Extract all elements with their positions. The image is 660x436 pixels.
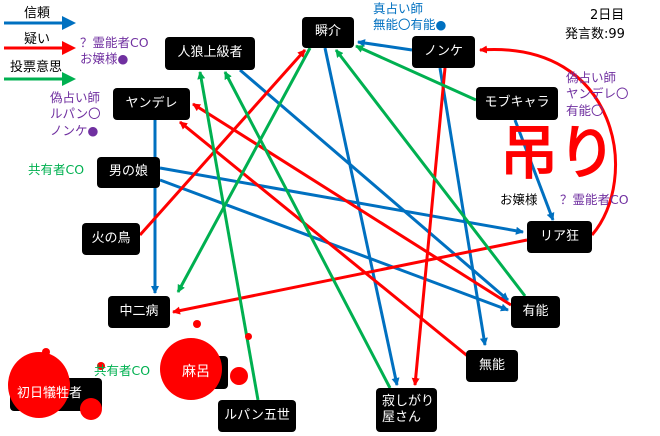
node-ojousama[interactable]: お嬢様: [500, 192, 538, 207]
node-jinrou[interactable]: 人狼上級者: [165, 37, 255, 70]
edge-doubt: [179, 120, 471, 360]
note-line: お嬢様●: [80, 51, 129, 67]
note-line: ルパン〇: [50, 106, 101, 122]
node-chuunibyou[interactable]: 中二病: [108, 296, 170, 328]
legend-doubt-arrowhead: [62, 41, 76, 55]
edge-trust: [239, 68, 509, 302]
edge-doubt: [138, 49, 307, 236]
edge-doubt: [479, 45, 617, 236]
node-nonke[interactable]: ノンケ: [412, 36, 475, 68]
note-kyouyuu-co: 共有者CO: [28, 162, 85, 177]
day-label: 2日目: [590, 8, 625, 23]
blood-splatter: [230, 367, 248, 385]
note-reinou-co: ？霊能者CO: [560, 192, 629, 207]
node-hinotori[interactable]: 火の鳥: [82, 223, 140, 255]
legend-trust-arrowhead: [62, 16, 76, 30]
blood-splatter: [97, 362, 105, 370]
legend-trust-label: 信頼: [24, 6, 51, 21]
note-kyouyuu-co: 共有者CO: [94, 363, 151, 378]
node-yuunou[interactable]: 有能: [511, 296, 560, 328]
note-line: ？霊能者CO: [80, 35, 149, 50]
node-yandere[interactable]: ヤンデレ: [113, 88, 190, 120]
hanged-label: 吊り: [500, 119, 617, 187]
node-mob[interactable]: モブキャラ: [476, 87, 558, 120]
note-nise-right: 偽占い師ヤンデレ〇有能〇: [566, 70, 629, 119]
edge-doubt: [172, 238, 528, 315]
edge-trust: [323, 47, 400, 386]
blood-splatter: [245, 333, 252, 340]
note-nise-left: 偽占い師ルパン〇ノンケ●: [50, 90, 101, 139]
blood-splatter: [8, 352, 70, 418]
note-line: 偽占い師: [566, 70, 617, 85]
node-munou[interactable]: 無能: [466, 350, 518, 382]
legend-doubt-label: 疑い: [24, 32, 51, 47]
message-count: 発言数:99: [565, 27, 625, 42]
blood-splatter: [193, 320, 201, 328]
node-shunsuke[interactable]: 瞬介: [302, 17, 354, 48]
note-shin-uranaishi: 真占い師無能〇有能●: [373, 1, 446, 34]
legend-vote-arrowhead: [62, 72, 76, 86]
blood-splatter: [80, 398, 102, 420]
note-line: 有能〇: [566, 102, 604, 118]
edge-doubt: [411, 67, 447, 386]
node-otokonoko[interactable]: 男の娘: [97, 157, 160, 188]
note-line: ヤンデレ〇: [566, 86, 629, 102]
edge-vote: [355, 44, 477, 102]
edge-trust: [513, 119, 555, 221]
edge-trust: [159, 166, 524, 235]
node-sabishigari[interactable]: 寂しがり屋さん: [376, 388, 437, 432]
edge-trust: [357, 39, 413, 52]
note-line: ノンケ●: [50, 122, 99, 138]
node-maro-label: 麻呂: [182, 364, 210, 380]
legend-vote-label: 投票意思: [10, 60, 63, 75]
edge-trust: [159, 178, 509, 312]
note-line: 偽占い師: [50, 90, 101, 105]
note-line: 真占い師: [373, 1, 424, 16]
edge-vote: [223, 71, 392, 389]
note-line: 無能〇有能●: [373, 17, 447, 33]
node-riakyou[interactable]: リア狂: [527, 221, 592, 253]
blood-splatter: [160, 338, 222, 400]
blood-splatter: [42, 348, 50, 356]
node-shonichi-label: 初日犠牲者: [17, 386, 83, 401]
edge-vote: [176, 47, 312, 293]
edge-vote: [334, 49, 527, 297]
edge-doubt: [192, 102, 512, 307]
node-lupin[interactable]: ルパン五世: [218, 400, 296, 432]
edge-vote: [197, 71, 260, 401]
